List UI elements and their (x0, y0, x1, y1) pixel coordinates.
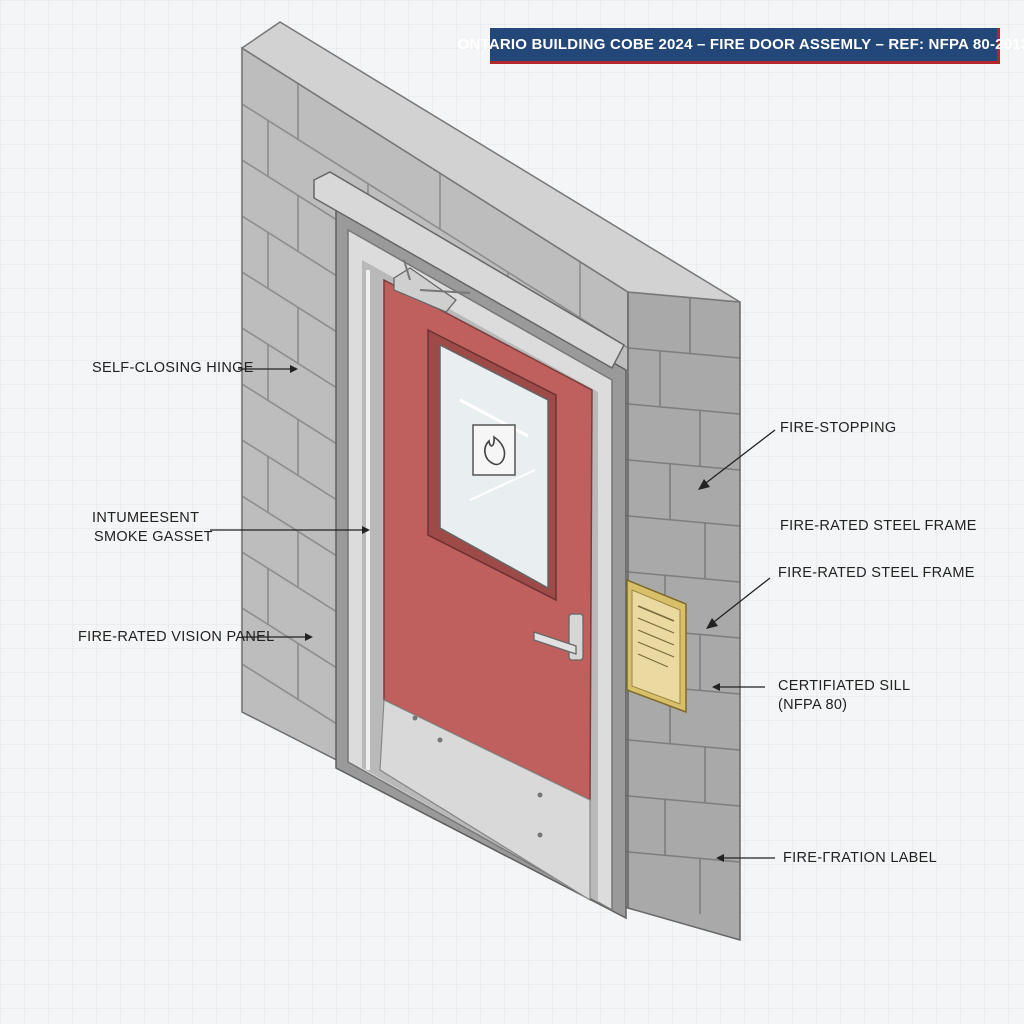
callout-text: SELF-CLOSING HINGE (92, 360, 254, 376)
flame-icon (472, 424, 516, 476)
callout-text-line1: INTUMEESENT (92, 510, 200, 526)
callout-text-line2: (NFPA 80) (778, 697, 848, 713)
leader-fire-stopping (701, 429, 776, 487)
callout-certified-sill: CERTIFIATED SILL (NFPA 80) (778, 677, 910, 715)
code-reference-banner: ONTARIO BUILDING COBE 2024 – FIRE DOOR A… (458, 28, 1024, 64)
callout-text-line1: CERTIFIATED SILL (778, 678, 911, 694)
door-closer (313, 171, 625, 370)
fire-rating-label-plate (626, 578, 687, 714)
fire-rated-vision-panel (427, 328, 557, 602)
callout-fire-rated-steel-frame-1: FIRE-RATED STEEL FRAME (780, 517, 977, 536)
callout-fire-rated-vision-panel: FIRE-RATED VISION PANEL (78, 628, 275, 647)
masonry-wall-top (240, 21, 741, 303)
callout-text: FIRE-RATED STEEL FRAME (778, 565, 975, 581)
callout-text: FIRE-STOPPING (780, 420, 897, 436)
callout-intumescent-smoke-gasket: INTUMEESENT SMOKE GASSET (92, 509, 213, 547)
banner-title: ONTARIO BUILDING COBE 2024 – FIRE DOOR A… (457, 36, 1024, 53)
callout-text: FIRE-ГRATION LABEL (783, 850, 937, 866)
kick-plate-screw (537, 792, 543, 798)
leader-arrowheads (290, 365, 724, 862)
kick-plate-screw (437, 737, 443, 743)
leader-lines (210, 368, 776, 859)
kick-plate-screw (537, 832, 543, 838)
callout-fire-rated-steel-frame-2: FIRE-RATED STEEL FRAME (778, 564, 975, 583)
callout-fire-rating-label: FIRE-ГRATION LABEL (783, 849, 937, 868)
kick-plate-screw (412, 715, 418, 721)
callout-text: FIRE-RATED VISION PANEL (78, 629, 275, 645)
kick-plate (379, 699, 591, 902)
callout-text: FIRE-RATED STEEL FRAME (780, 518, 977, 534)
callout-self-closing-hinge: SELF-CLOSING HINGE (92, 359, 254, 378)
callout-text-line2: SMOKE GASSET (94, 529, 213, 545)
leader-steel-frame (709, 577, 771, 626)
callout-fire-stopping: FIRE-STOPPING (780, 419, 896, 438)
door-lever-handle (533, 613, 584, 661)
